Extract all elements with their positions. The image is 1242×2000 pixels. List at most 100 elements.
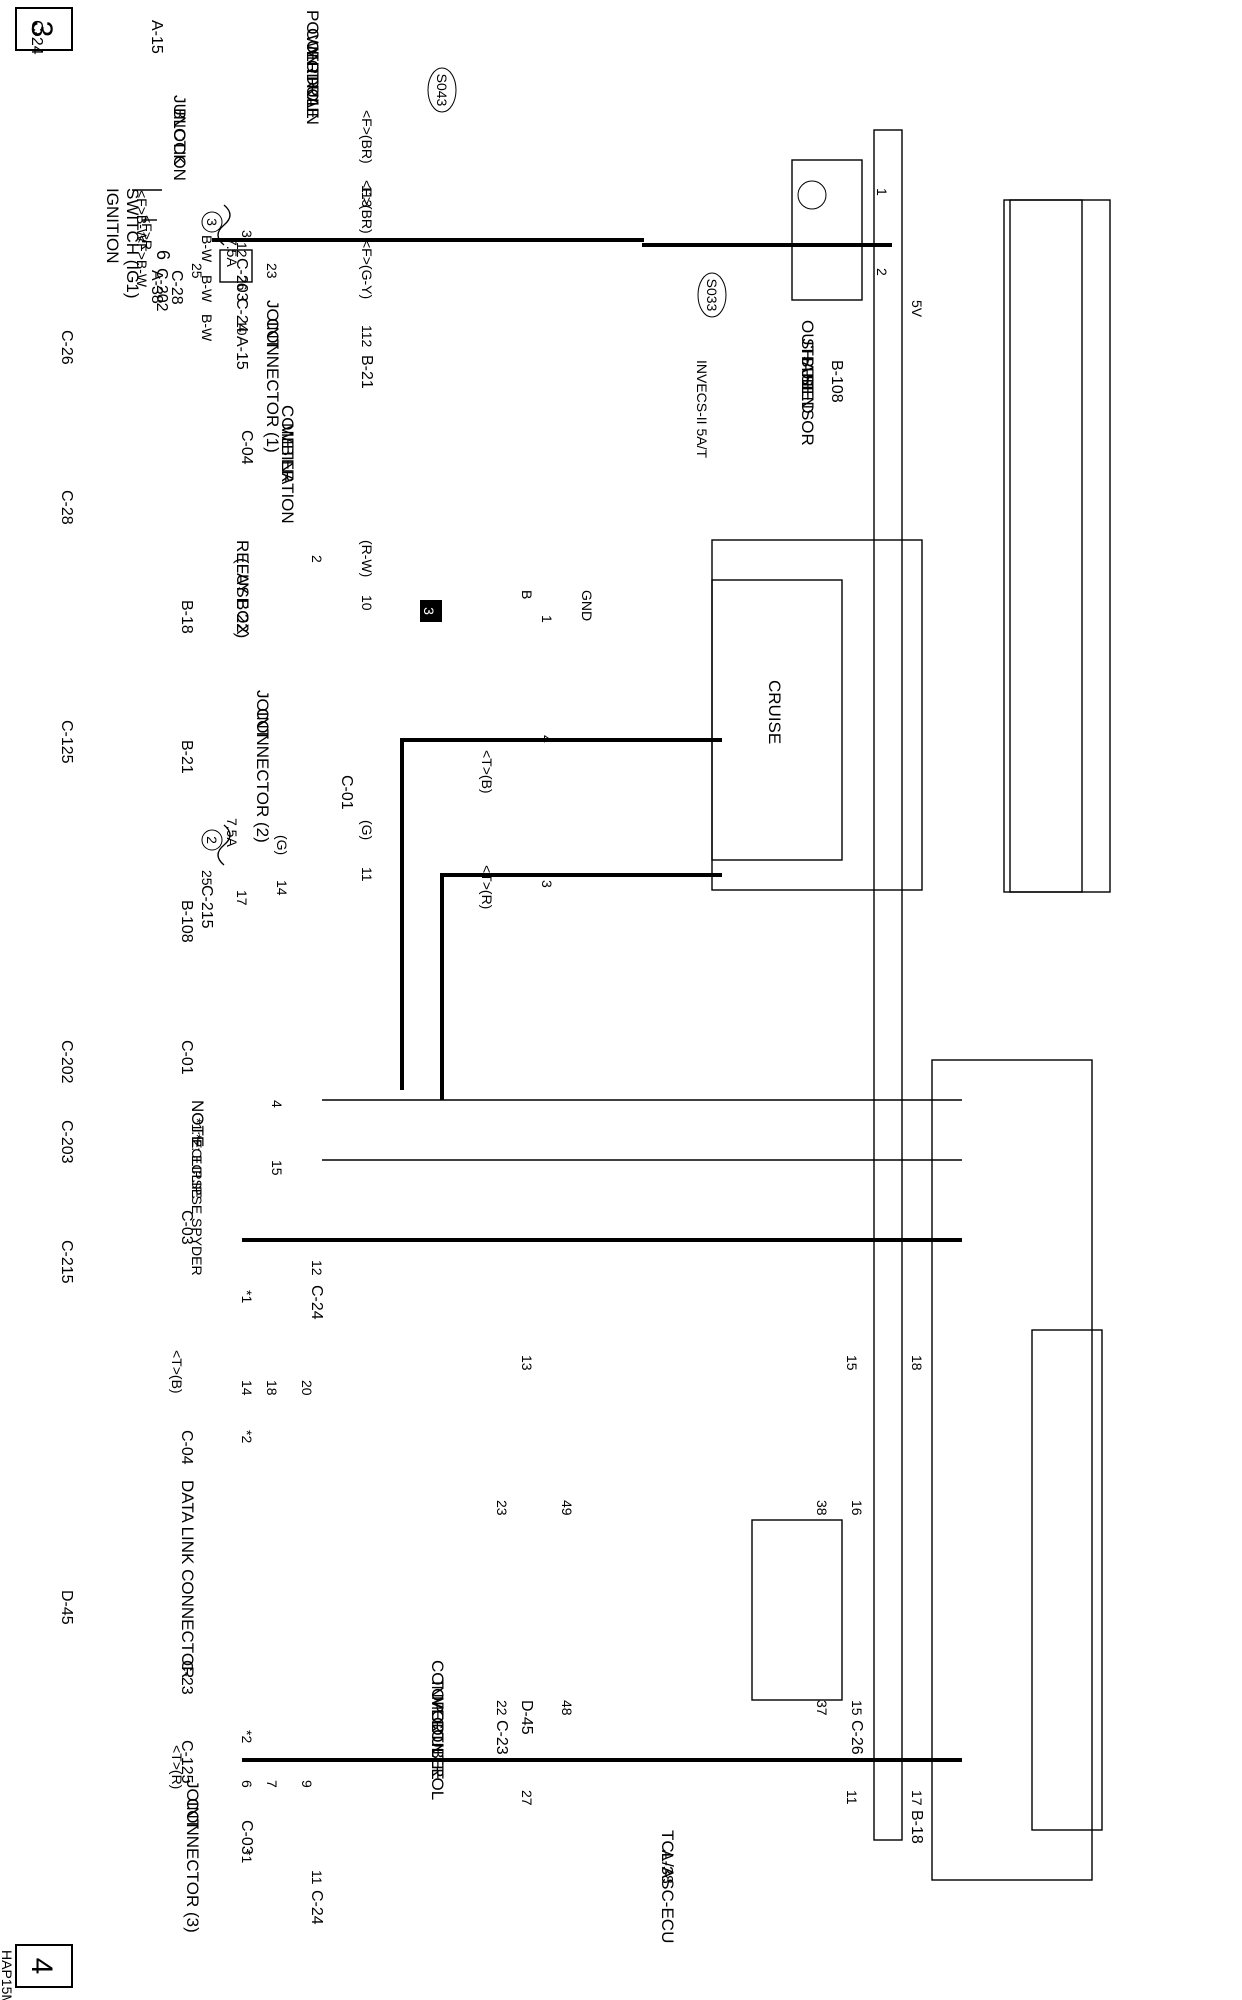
pin-25-c215: 25 bbox=[199, 870, 215, 886]
pin-38: 38 bbox=[814, 1500, 830, 1516]
joint1-label-1: JOINT bbox=[263, 300, 282, 349]
panel-c203: C-203 bbox=[58, 1120, 75, 1164]
oss-label-3: SPEED bbox=[798, 356, 817, 414]
pin-113: 113 bbox=[359, 185, 375, 208]
panel-c28: C-28 bbox=[58, 490, 75, 525]
joint3-label-2: CONNECTOR (3) bbox=[183, 1798, 202, 1933]
junction-block-box bbox=[1003, 199, 1111, 893]
conn-b18: B-18 bbox=[908, 1810, 925, 1844]
wire-g-1: (G) bbox=[359, 820, 375, 840]
pin-15-ctcm: 15 bbox=[849, 1700, 865, 1716]
star2-right: *2 bbox=[239, 1730, 255, 1743]
joint1-label-2: CONNECTOR (1) bbox=[263, 318, 282, 453]
pin-22-ctcm: 22 bbox=[494, 1700, 510, 1716]
panel-c04: C-04 bbox=[178, 1430, 195, 1465]
relay-label-1: RELAY BOX bbox=[233, 540, 252, 635]
pcm-label-1: POWERTRAIN bbox=[303, 10, 322, 125]
invecs-label: INVECS-II 5A/T bbox=[694, 360, 710, 458]
pin-12-c24: 12 bbox=[309, 1260, 325, 1276]
wire-bw-2: B-W bbox=[199, 275, 215, 303]
splice-s033-label: S033 bbox=[704, 279, 720, 312]
pin-112: 112 bbox=[359, 325, 375, 348]
pin-25: 25 bbox=[189, 263, 205, 279]
combo-gnd: GND bbox=[579, 590, 595, 621]
oss-label-4: SENSOR bbox=[798, 374, 817, 446]
conn-c203: C-203 bbox=[233, 258, 250, 302]
wire-tb-dlc: <T>(B) bbox=[169, 1350, 185, 1394]
oss-label-1: OUTPUT bbox=[798, 320, 817, 390]
note-label-2: *1: ECLIPSE bbox=[189, 1118, 205, 1198]
conn-c24-c: C-24 bbox=[308, 1890, 325, 1925]
ctcm-box bbox=[751, 1519, 843, 1701]
conn-c24: C-24 bbox=[233, 298, 250, 333]
pin-15-jc3: 15 bbox=[269, 1160, 285, 1176]
pin-3-fbw: 3 bbox=[239, 230, 255, 238]
conn-c01: C-01 bbox=[338, 775, 355, 810]
page-num-right: 4 bbox=[25, 1958, 58, 1975]
wire-fbw-2: <F>B-W bbox=[134, 235, 150, 288]
conn-c24-b: C-24 bbox=[308, 1285, 325, 1320]
pin-23-ctcm: 23 bbox=[494, 1500, 510, 1516]
conn-a38: A-38 bbox=[658, 1850, 675, 1884]
fuse-3-circle bbox=[201, 211, 223, 233]
pin-17-pcm: 17 bbox=[909, 1790, 925, 1806]
relay-label-2: (FUSE 22) bbox=[233, 558, 252, 638]
panel-a38: A-38 bbox=[148, 270, 165, 304]
pcm-5v: 5V bbox=[909, 300, 925, 318]
fr-wire-label: <F>R bbox=[139, 215, 155, 250]
joint2-label-2: CONNECTOR (2) bbox=[253, 708, 272, 843]
page-box-left bbox=[15, 7, 73, 51]
fuse-2-circle bbox=[201, 829, 223, 851]
wire-g-2: (G) bbox=[274, 835, 290, 855]
tcl-label: TCL/ASC-ECU bbox=[658, 1830, 677, 1943]
ground-ref-box bbox=[420, 600, 442, 622]
conn-c26: C-26 bbox=[848, 1720, 865, 1755]
page-box-right bbox=[15, 1944, 73, 1988]
panel-d45: D-45 bbox=[58, 1590, 75, 1625]
pin-18-pcm: 18 bbox=[909, 1355, 925, 1371]
pin-49: 49 bbox=[559, 1500, 575, 1516]
conn-d45: D-45 bbox=[518, 1700, 535, 1735]
panel-b18: B-18 bbox=[178, 600, 195, 634]
ignition-label-2: SWITCH (IG1) bbox=[123, 188, 142, 299]
pin-13-tcl: 13 bbox=[519, 1355, 535, 1371]
wire-tr-dlc: <T>(R) bbox=[169, 1745, 185, 1789]
panel-a15: A-15 bbox=[148, 20, 165, 54]
conn-c125: C-125 bbox=[178, 1740, 195, 1784]
ctcm-label-1: CONVERTIBLE bbox=[428, 1660, 447, 1780]
panel-c215: C-215 bbox=[58, 1240, 75, 1284]
note-label-1: NOTE bbox=[188, 1100, 207, 1147]
combo-label-2: METER bbox=[278, 423, 297, 483]
panel-c125: C-125 bbox=[58, 720, 75, 764]
fuse-3-rating: 7.5A bbox=[224, 238, 240, 267]
panel-c03: C-03 bbox=[178, 1210, 195, 1245]
conn-c04: C-04 bbox=[238, 430, 255, 465]
conn-a15: A-15 bbox=[233, 336, 250, 370]
pin-15-tcl: 15 bbox=[844, 1355, 860, 1371]
pcm-label-3: MODULE bbox=[303, 46, 322, 119]
wire-tb-combo: <T>(B) bbox=[479, 750, 495, 794]
pin-1-oss: 1 bbox=[874, 188, 890, 196]
conn-c215: C-215 bbox=[198, 885, 215, 929]
wire-bw-1: B-W bbox=[199, 235, 215, 263]
ignition-label-1: IGNITION bbox=[103, 188, 122, 264]
fuse-3-num: 3 bbox=[204, 218, 220, 226]
joint-connector-1-box bbox=[219, 249, 253, 283]
fuse-2-symbol bbox=[217, 824, 231, 866]
pin-1-combo: 1 bbox=[539, 615, 555, 623]
combo-label-1: COMBINATION bbox=[278, 405, 297, 524]
conn-c28: C-28 bbox=[168, 270, 185, 305]
wire-fbr-2: <F>(BR) bbox=[359, 110, 375, 164]
wire-combo-tb bbox=[400, 738, 722, 1090]
wire-fgy: <F>(G-Y) bbox=[359, 240, 375, 299]
wire-rw: (R-W) bbox=[359, 540, 375, 577]
pin-23: 23 bbox=[264, 263, 280, 279]
ctcm-label-3: MODULE bbox=[428, 1696, 447, 1769]
panel-c24: C-24 bbox=[28, 20, 45, 55]
pin-26: 26 bbox=[234, 275, 250, 291]
pin-37: 37 bbox=[814, 1700, 830, 1716]
fuse-2-num: 2 bbox=[204, 836, 220, 844]
joint3-label-1: JOINT bbox=[183, 1780, 202, 1829]
